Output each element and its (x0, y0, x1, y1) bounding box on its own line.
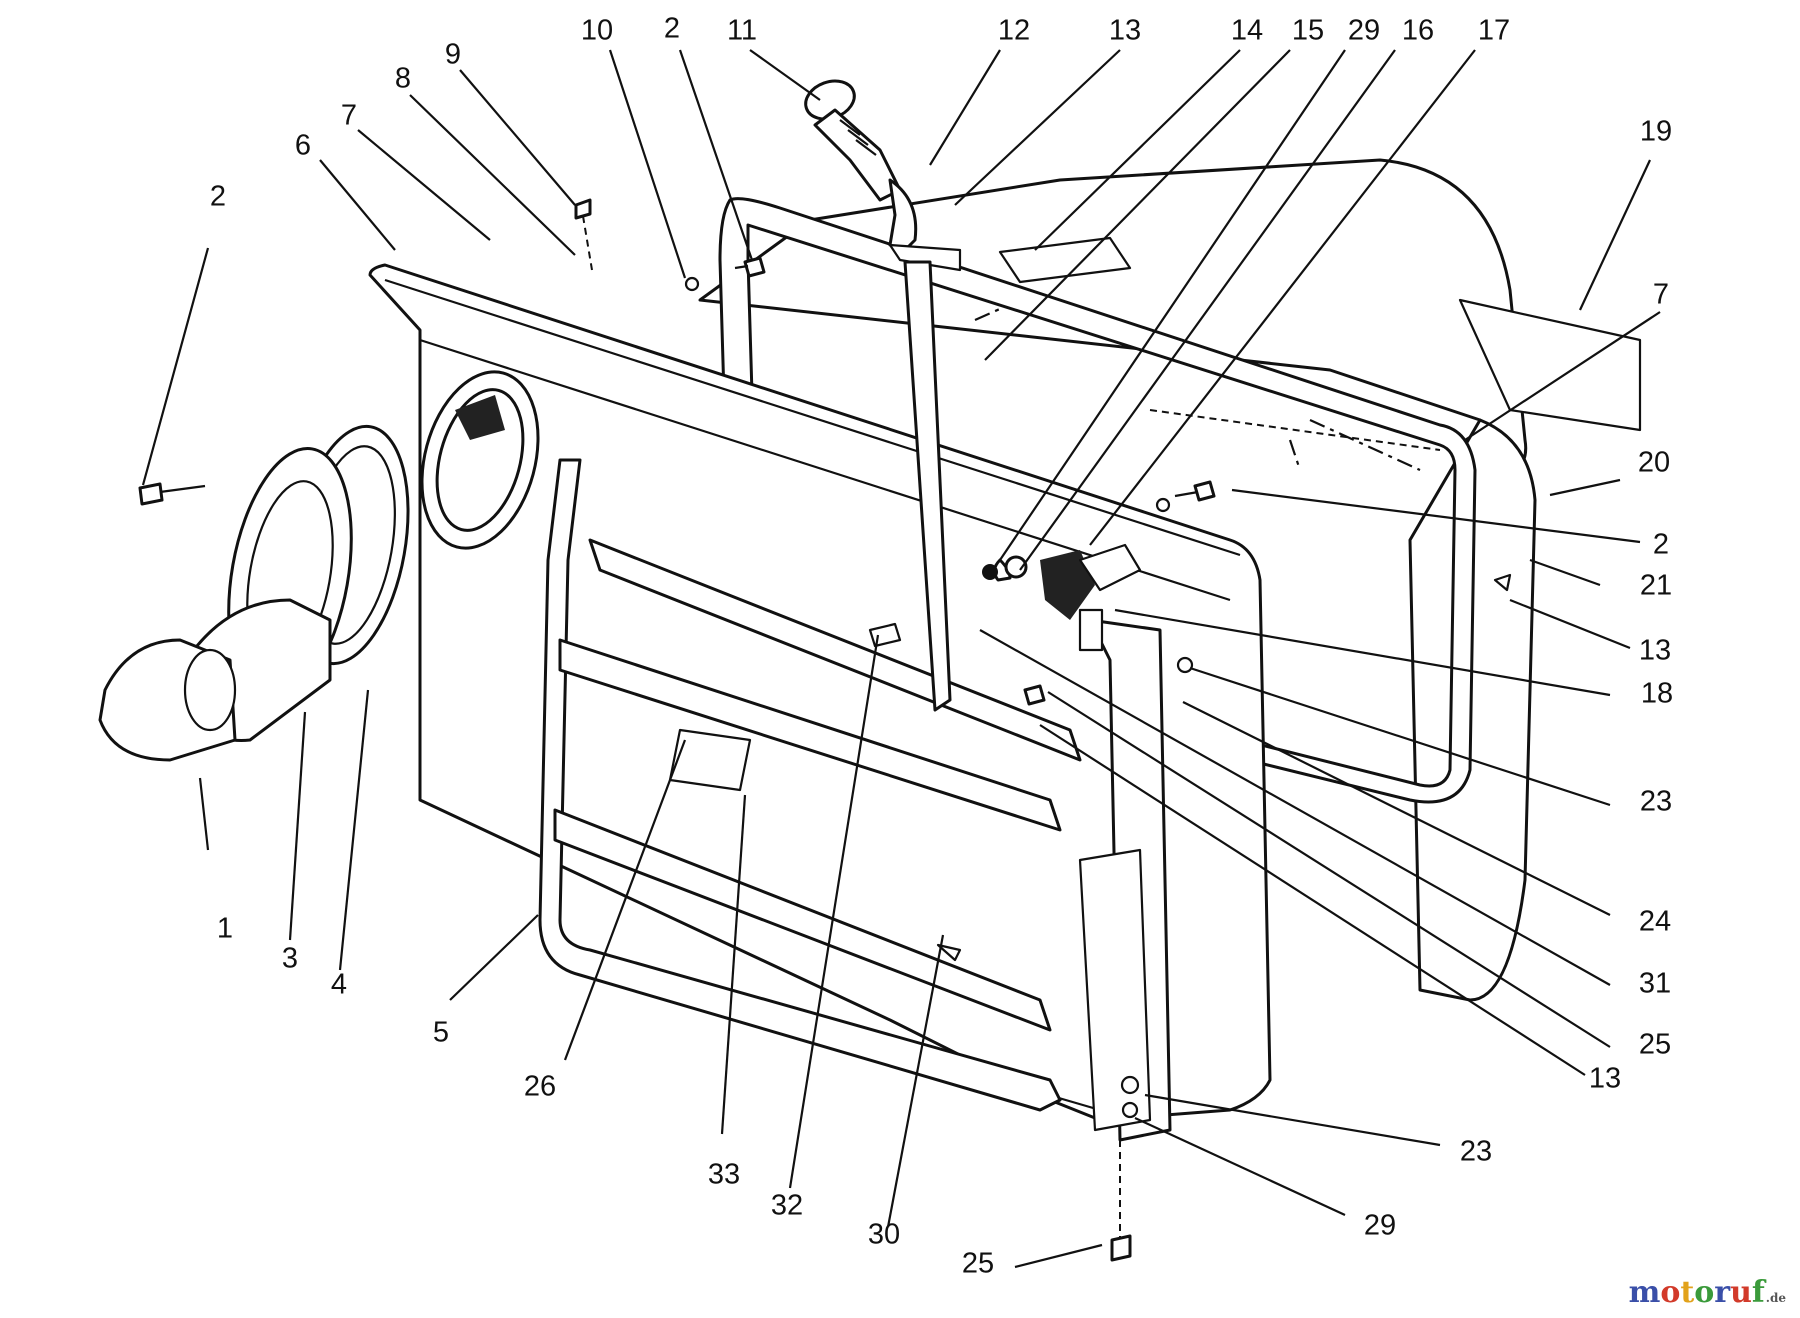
callout-7: 7 (1653, 279, 1669, 311)
callout-7: 7 (341, 100, 357, 132)
callout-1: 1 (217, 913, 233, 945)
watermark-letter: o (1660, 1275, 1681, 1310)
handle-bracket (1078, 618, 1172, 1142)
left-frame (538, 458, 1082, 1112)
callout-13: 13 (1109, 15, 1141, 47)
callout-11: 11 (727, 15, 757, 47)
callout-4: 4 (331, 969, 347, 1001)
watermark-letter: f (1751, 1275, 1765, 1310)
callout-10: 10 (581, 15, 613, 47)
hardware (138, 198, 1512, 1262)
callout-31: 31 (1639, 968, 1671, 1000)
callout-6: 6 (295, 130, 311, 162)
callout-25: 25 (1639, 1029, 1671, 1061)
callout-17: 17 (1478, 15, 1510, 47)
watermark-suffix: .de (1765, 1291, 1786, 1305)
lever (804, 79, 962, 712)
callout-25: 25 (962, 1248, 994, 1280)
callout-24: 24 (1639, 906, 1671, 938)
callout-26: 26 (524, 1071, 556, 1103)
callout-29: 29 (1364, 1210, 1396, 1242)
callout-15: 15 (1292, 15, 1324, 47)
callout-29: 29 (1348, 15, 1380, 47)
callout-21: 21 (1640, 570, 1672, 602)
callout-20: 20 (1638, 447, 1670, 479)
watermark-letter: r (1714, 1275, 1731, 1310)
callout-2: 2 (664, 13, 680, 45)
callout-19: 19 (1640, 116, 1672, 148)
watermark-letter: m (1628, 1275, 1661, 1310)
callout-2: 2 (1653, 529, 1669, 561)
callout-3: 3 (282, 943, 298, 975)
watermark-letter: o (1694, 1275, 1715, 1310)
watermark-letter: u (1730, 1275, 1752, 1310)
leader-lines (141, 49, 1661, 1269)
callouts: 1 2 2 2 3 4 5 6 7 7 8 9 10 11 12 13 13 1… (210, 13, 1673, 1280)
callout-16: 16 (1402, 15, 1434, 47)
callout-23: 23 (1460, 1136, 1492, 1168)
callout-2: 2 (210, 181, 226, 213)
watermark-letter: t (1680, 1275, 1695, 1310)
callout-14: 14 (1231, 15, 1263, 47)
callout-12: 12 (998, 15, 1030, 47)
callout-30: 30 (868, 1219, 900, 1251)
callout-13: 13 (1589, 1063, 1621, 1095)
callout-32: 32 (771, 1190, 803, 1222)
callout-13: 13 (1639, 635, 1671, 667)
callout-33: 33 (708, 1159, 740, 1191)
callout-9: 9 (445, 39, 461, 71)
callout-8: 8 (395, 63, 411, 95)
chute-adapter (98, 370, 540, 762)
callout-5: 5 (433, 1017, 449, 1049)
callout-23: 23 (1640, 786, 1672, 818)
callout-18: 18 (1641, 678, 1673, 710)
